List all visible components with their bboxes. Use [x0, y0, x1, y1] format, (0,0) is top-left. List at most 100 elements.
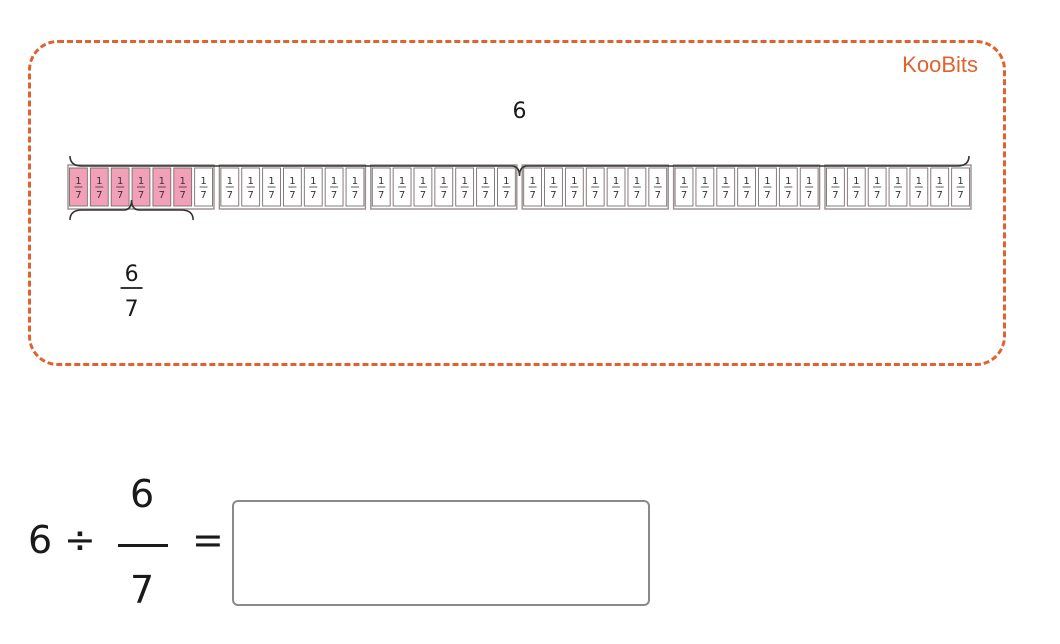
unit-cell-denominator: 7 [874, 190, 880, 201]
unit-cell-numerator: 1 [895, 176, 901, 187]
unit-cell-numerator: 1 [138, 176, 144, 187]
unit-cell-numerator: 1 [723, 176, 729, 187]
unit-cell-numerator: 1 [117, 176, 123, 187]
unit-cell-denominator: 7 [723, 190, 729, 201]
unit-cell-denominator: 7 [180, 190, 186, 201]
unit-cell-numerator: 1 [785, 176, 791, 187]
unit-cell-denominator: 7 [832, 190, 838, 201]
unit-cell-denominator: 7 [268, 190, 274, 201]
unit-cell-numerator: 1 [832, 176, 838, 187]
unit-cell-numerator: 1 [743, 176, 749, 187]
part-brace [69, 199, 194, 221]
unit-cell-denominator: 7 [399, 190, 405, 201]
unit-cell-numerator: 1 [571, 176, 577, 187]
unit-cell-denominator: 7 [310, 190, 316, 201]
division-sign: ÷ [64, 518, 96, 562]
unit-cell-denominator: 7 [550, 190, 556, 201]
unit-cell-numerator: 1 [806, 176, 812, 187]
division-equation: 6 ÷ 6 7 = [0, 460, 700, 640]
unit-cell-numerator: 1 [75, 176, 81, 187]
unit-cell-denominator: 7 [681, 190, 687, 201]
unit-cell-denominator: 7 [352, 190, 358, 201]
unit-cell-numerator: 1 [550, 176, 556, 187]
equation-whole-number: 6 [28, 518, 53, 562]
unit-cell-numerator: 1 [180, 176, 186, 187]
unit-cell-denominator: 7 [289, 190, 295, 201]
unit-cell-denominator: 7 [117, 190, 123, 201]
part-label-numerator: 6 [125, 262, 139, 287]
unit-cell-denominator: 7 [785, 190, 791, 201]
unit-cell-denominator: 7 [461, 190, 467, 201]
unit-cell-denominator: 7 [378, 190, 384, 201]
brand-logo-text: KooBits [902, 52, 978, 77]
unit-cell-denominator: 7 [937, 190, 943, 201]
unit-cell-numerator: 1 [702, 176, 708, 187]
part-label-denominator: 7 [125, 297, 139, 322]
unit-cell-numerator: 1 [937, 176, 943, 187]
diagram-frame [28, 40, 1006, 366]
unit-cell-denominator: 7 [592, 190, 598, 201]
equation-fraction-numerator: 6 [130, 472, 155, 516]
answer-input[interactable] [232, 500, 650, 606]
unit-cell-numerator: 1 [461, 176, 467, 187]
unit-cell-denominator: 7 [159, 190, 165, 201]
unit-cell-denominator: 7 [895, 190, 901, 201]
unit-cell-numerator: 1 [529, 176, 535, 187]
unit-cell-numerator: 1 [874, 176, 880, 187]
unit-cell-numerator: 1 [247, 176, 253, 187]
unit-cell-denominator: 7 [138, 190, 144, 201]
unit-cell-denominator: 7 [96, 190, 102, 201]
unit-cell-numerator: 1 [331, 176, 337, 187]
unit-cell-denominator: 7 [441, 190, 447, 201]
unit-cell-numerator: 1 [655, 176, 661, 187]
unit-cell-numerator: 1 [96, 176, 102, 187]
unit-cell-denominator: 7 [916, 190, 922, 201]
equals-sign: = [192, 518, 224, 562]
unit-cell-numerator: 1 [916, 176, 922, 187]
unit-cell-numerator: 1 [378, 176, 384, 187]
unit-cell-numerator: 1 [681, 176, 687, 187]
unit-cell-denominator: 7 [331, 190, 337, 201]
unit-cell-numerator: 1 [289, 176, 295, 187]
unit-cell-numerator: 1 [227, 176, 233, 187]
unit-cell-numerator: 1 [420, 176, 426, 187]
unit-cell-numerator: 1 [268, 176, 274, 187]
unit-cell-numerator: 1 [634, 176, 640, 187]
unit-cell-denominator: 7 [227, 190, 233, 201]
unit-cell-denominator: 7 [702, 190, 708, 201]
unit-cell-denominator: 7 [420, 190, 426, 201]
unit-cell-numerator: 1 [957, 176, 963, 187]
unit-cell-denominator: 7 [743, 190, 749, 201]
unit-cell-numerator: 1 [613, 176, 619, 187]
unit-cell-numerator: 1 [200, 176, 206, 187]
unit-cell-numerator: 1 [482, 176, 488, 187]
unit-cell-denominator: 7 [529, 190, 535, 201]
unit-cell-numerator: 1 [399, 176, 405, 187]
unit-cell-denominator: 7 [75, 190, 81, 201]
unit-cell-denominator: 7 [655, 190, 661, 201]
unit-cell-denominator: 7 [482, 190, 488, 201]
unit-cell-numerator: 1 [592, 176, 598, 187]
equation-fraction-bar [118, 544, 168, 547]
unit-cell-denominator: 7 [613, 190, 619, 201]
unit-cell-numerator: 1 [310, 176, 316, 187]
total-label: 6 [513, 99, 527, 124]
unit-cell-denominator: 7 [957, 190, 963, 201]
equation-fraction-denominator: 7 [130, 568, 155, 612]
unit-cell-numerator: 1 [503, 176, 509, 187]
unit-cell-numerator: 1 [764, 176, 770, 187]
unit-cell-denominator: 7 [853, 190, 859, 201]
unit-cell-denominator: 7 [200, 190, 206, 201]
unit-cell-denominator: 7 [806, 190, 812, 201]
unit-cell-denominator: 7 [634, 190, 640, 201]
fraction-bar-diagram: 1 7 1 7 1 7 1 7 1 7 1 7 1 7 1 7 1 7 1 7 1 7 1 7 1 7 1 7 1 7 1 7 1 7 1 7 1 7 1 7… [67, 99, 972, 322]
unit-cell-denominator: 7 [764, 190, 770, 201]
unit-cell-numerator: 1 [352, 176, 358, 187]
unit-cell-numerator: 1 [441, 176, 447, 187]
unit-cell-denominator: 7 [503, 190, 509, 201]
unit-cell-denominator: 7 [571, 190, 577, 201]
unit-cell-denominator: 7 [247, 190, 253, 201]
unit-cell-numerator: 1 [853, 176, 859, 187]
total-brace [69, 155, 970, 177]
unit-cell-numerator: 1 [159, 176, 165, 187]
